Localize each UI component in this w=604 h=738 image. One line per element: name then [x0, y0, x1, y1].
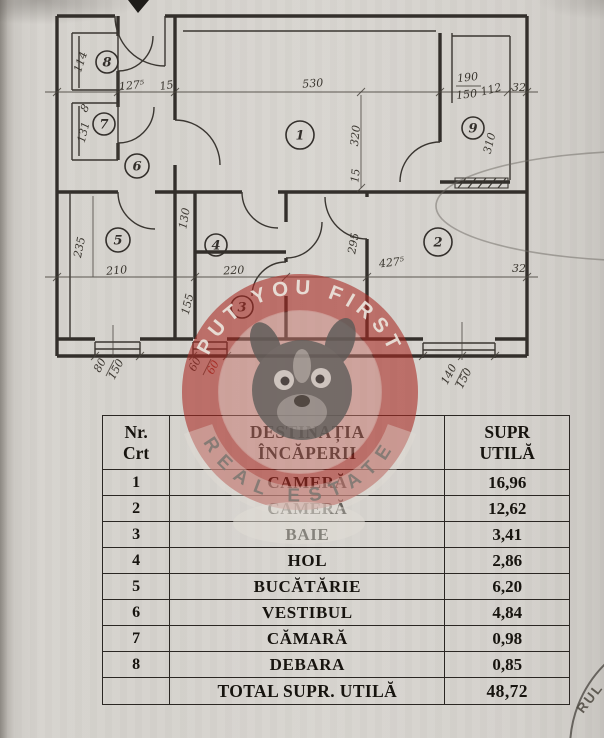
room-number-5: 5	[113, 234, 122, 249]
dimension-label: 235	[71, 236, 88, 260]
cell-area: 0,85	[444, 651, 570, 678]
room-circle-9	[461, 116, 485, 140]
dimension-label: 32	[512, 262, 526, 275]
dimension-label: 112	[479, 81, 503, 99]
room-circle-3	[230, 295, 254, 319]
cell-room-name: BUCĂTĂRIE	[169, 573, 446, 600]
dimension-label: 127⁵	[118, 78, 145, 94]
dimension-label: 310	[481, 131, 499, 155]
windows	[94, 177, 509, 358]
room-number-6: 6	[132, 160, 141, 175]
room-circle-8	[95, 50, 119, 74]
total-empty-cell	[101, 677, 171, 705]
cell-room-name: CAMERĂ	[169, 495, 446, 522]
door-arcs	[114, 15, 441, 297]
cell-area: 4,84	[444, 599, 570, 626]
cell-room-name: DEBARA	[169, 651, 446, 678]
dimension-label: 80	[91, 356, 109, 374]
cell-nr: 3	[101, 521, 171, 548]
dimension-label: 8	[78, 102, 93, 115]
cell-room-name: CĂMARĂ	[169, 625, 446, 652]
dimension-label: 220	[222, 263, 245, 277]
dimension-label: 32	[512, 81, 526, 94]
dimension-lines	[45, 85, 538, 386]
room-number-1: 1	[295, 129, 304, 144]
corner-stamp-text: RUL	[574, 680, 604, 716]
cell-room-name: BAIE	[169, 521, 446, 548]
dimension-label: 60	[186, 355, 204, 373]
cell-nr: 6	[101, 599, 171, 626]
cell-area: 3,41	[444, 521, 570, 548]
dimension-label: 131	[75, 120, 93, 144]
dimension-label: 15	[348, 168, 362, 183]
room-number-3: 3	[237, 301, 246, 316]
cell-room-name: VESTIBUL	[169, 599, 446, 626]
dimension-label: 150	[456, 87, 478, 102]
cell-area: 2,86	[444, 547, 570, 574]
total-label: TOTAL SUPR. UTILĂ	[169, 677, 446, 705]
room-circle-6	[124, 153, 150, 179]
room-number-4: 4	[211, 239, 220, 254]
dimension-label: 320	[348, 125, 363, 147]
dimension-label: 210	[105, 263, 128, 278]
corner-stamp-arc	[569, 663, 604, 738]
dimension-label: 60	[204, 358, 222, 376]
header-nr-crt: Nr.Crt	[101, 415, 171, 470]
dimension-label: 427⁵	[377, 254, 405, 270]
dimension-label: 150	[105, 357, 126, 382]
room-number-7: 7	[99, 118, 108, 133]
cell-area: 0,98	[444, 625, 570, 652]
cell-nr: 4	[101, 547, 171, 574]
cell-area: 12,62	[444, 495, 570, 522]
dimension-label: 190	[457, 70, 479, 85]
dimension-label: 15	[159, 78, 175, 93]
dimension-label: 130	[176, 207, 192, 230]
dimension-label: 295	[345, 232, 362, 256]
walls	[55, 14, 529, 358]
room-circle-7	[92, 112, 116, 136]
cell-room-name: HOL	[169, 547, 446, 574]
cell-nr: 2	[101, 495, 171, 522]
cell-room-name: CAMERĂ	[169, 469, 446, 496]
room-number-9: 9	[468, 122, 477, 137]
entry-arrow-icon	[128, 0, 149, 13]
room-numbers: 1 2 3 4 5 6 7 8 9	[92, 50, 485, 319]
room-circle-4	[204, 233, 228, 257]
cell-nr: 5	[101, 573, 171, 600]
dimension-label: 114	[71, 50, 90, 74]
room-number-2: 2	[432, 236, 442, 251]
room-circle-1	[285, 120, 315, 150]
cell-area: 16,96	[444, 469, 570, 496]
total-value: 48,72	[444, 677, 570, 705]
cell-nr: 1	[101, 469, 171, 496]
cell-nr: 7	[101, 625, 171, 652]
cell-area: 6,20	[444, 573, 570, 600]
room-number-8: 8	[102, 56, 111, 71]
room-circle-5	[105, 227, 131, 253]
dimension-label: 530	[302, 76, 324, 90]
cell-nr: 8	[101, 651, 171, 678]
dimension-label: 155	[179, 292, 197, 316]
